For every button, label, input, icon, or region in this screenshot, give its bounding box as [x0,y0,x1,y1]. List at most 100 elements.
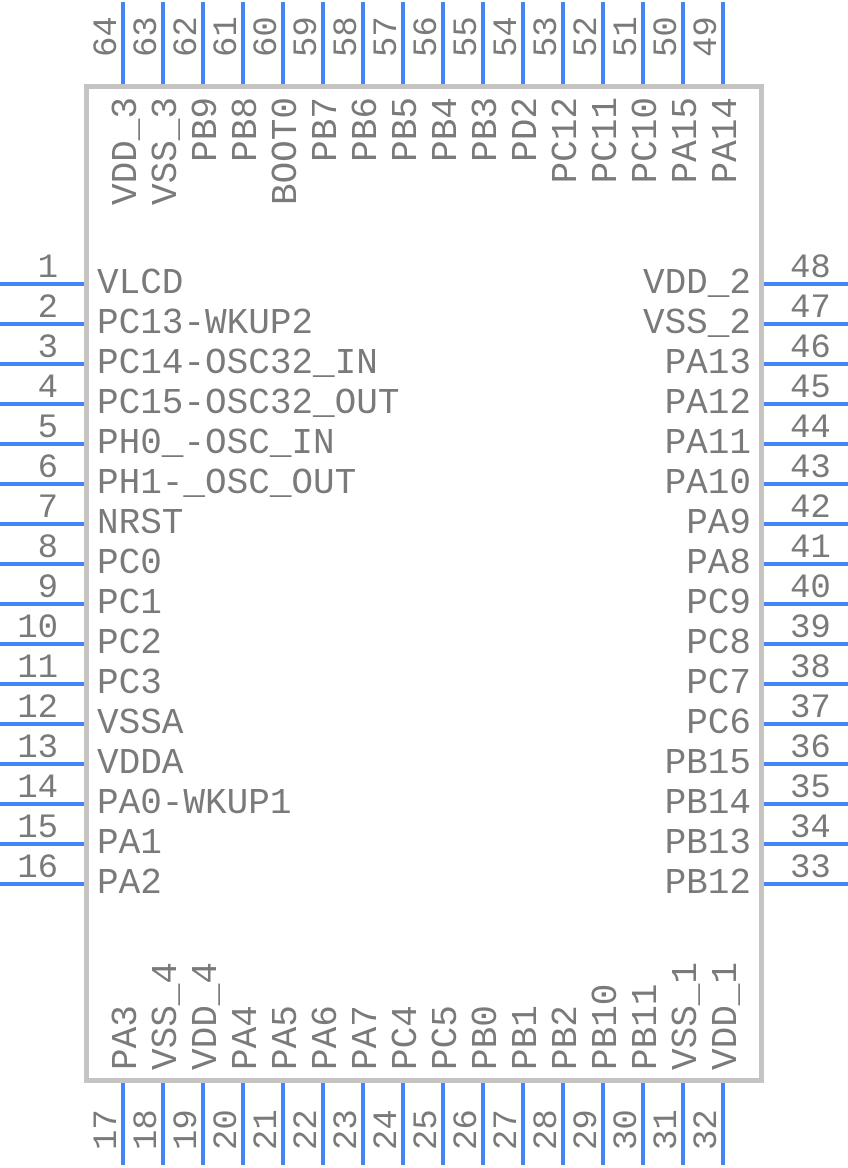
pin-63-number: 63 [129,16,167,57]
pin-25-line [441,1083,445,1165]
pin-42-line [764,522,848,526]
pin-3-number: 3 [37,330,58,368]
pin-51-label: PC10 [626,97,667,184]
pin-27-line [521,1083,525,1165]
pin-5-label: PH0_-OSC_IN [97,423,335,464]
pin-6-label: PH1-_OSC_OUT [97,463,357,504]
pin-3-line [0,362,84,366]
pin-39-number: 39 [790,610,831,648]
pin-58-line [361,2,365,84]
pin-15-number: 15 [17,810,58,848]
pin-20-label: PA4 [226,1005,267,1070]
pin-1-number: 1 [37,250,58,288]
pin-48-number: 48 [790,250,831,288]
pin-9-label: PC1 [97,583,162,624]
pin-38-label: PC7 [686,663,751,704]
pin-19-label: VDD_4 [186,961,227,1070]
pin-53-line [561,2,565,84]
pin-34-line [764,842,848,846]
pin-12-number: 12 [17,690,58,728]
pin-2-line [0,322,84,326]
pin-1-label: VLCD [97,263,184,304]
pin-31-label: VSS_1 [666,961,707,1070]
pin-60-line [281,2,285,84]
pin-38-number: 38 [790,650,831,688]
pin-33-line [764,882,848,886]
pin-8-line [0,562,84,566]
pin-11-number: 11 [17,650,58,688]
pin-28-line [561,1083,565,1165]
pin-4-number: 4 [37,370,58,408]
pin-43-label: PA10 [664,463,751,504]
pin-16-label: PA2 [97,863,162,904]
pin-47-number: 47 [790,290,831,328]
pin-50-label: PA15 [666,97,707,184]
pin-19-number: 19 [169,1109,207,1150]
pin-11-label: PC3 [97,663,162,704]
pin-53-label: PC12 [546,97,587,184]
pin-47-line [764,322,848,326]
pin-33-label: PB12 [664,863,751,904]
pin-21-line [281,1083,285,1165]
pin-14-number: 14 [17,770,58,808]
pin-27-number: 27 [489,1109,527,1150]
pin-55-number: 55 [449,16,487,57]
pin-57-label: PB5 [386,97,427,162]
pin-5-number: 5 [37,410,58,448]
pin-2-label: PC13-WKUP2 [97,303,314,344]
pin-64-line [121,2,125,84]
pin-63-line [161,2,165,84]
pin-46-line [764,362,848,366]
pin-62-number: 62 [169,16,207,57]
pin-32-line [721,1083,725,1165]
pin-61-number: 61 [209,16,247,57]
pin-35-label: PB14 [664,783,751,824]
pin-62-label: PB9 [186,97,227,162]
pin-32-label: VDD_1 [706,961,747,1070]
pin-2-number: 2 [37,290,58,328]
pin-48-line [764,282,848,286]
pin-41-label: PA8 [686,543,751,584]
pin-40-number: 40 [790,570,831,608]
pin-58-number: 58 [329,16,367,57]
pin-46-number: 46 [790,330,831,368]
pin-59-label: PB7 [306,97,347,162]
pin-64-number: 64 [89,16,127,57]
pin-60-label: BOOT0 [266,97,307,206]
pin-26-label: PB0 [466,1005,507,1070]
pin-28-number: 28 [529,1109,567,1150]
pin-63-label: VSS_3 [146,97,187,206]
pin-16-line [0,882,84,886]
pin-3-label: PC14-OSC32_IN [97,343,378,384]
pin-5-line [0,442,84,446]
pin-56-number: 56 [409,16,447,57]
pin-24-number: 24 [369,1109,407,1150]
pin-47-label: VSS_2 [642,303,751,344]
pin-57-line [401,2,405,84]
pin-23-line [361,1083,365,1165]
pin-60-number: 60 [249,16,287,57]
pin-15-line [0,842,84,846]
pin-7-number: 7 [37,490,58,528]
pin-10-label: PC2 [97,623,162,664]
pin-1-line [0,282,84,286]
pin-37-line [764,722,848,726]
chip-body [84,84,764,1083]
pin-41-line [764,562,848,566]
pin-9-line [0,602,84,606]
pin-61-label: PB8 [226,97,267,162]
pin-48-label: VDD_2 [642,263,751,304]
pin-29-line [601,1083,605,1165]
pin-34-label: PB13 [664,823,751,864]
pin-55-line [481,2,485,84]
pin-52-line [601,2,605,84]
pin-13-number: 13 [17,730,58,768]
pin-45-label: PA12 [664,383,751,424]
pin-20-line [241,1083,245,1165]
pin-13-label: VDDA [97,743,184,784]
pin-49-number: 49 [689,16,727,57]
pin-31-line [681,1083,685,1165]
pin-44-line [764,442,848,446]
pin-42-label: PA9 [686,503,751,544]
